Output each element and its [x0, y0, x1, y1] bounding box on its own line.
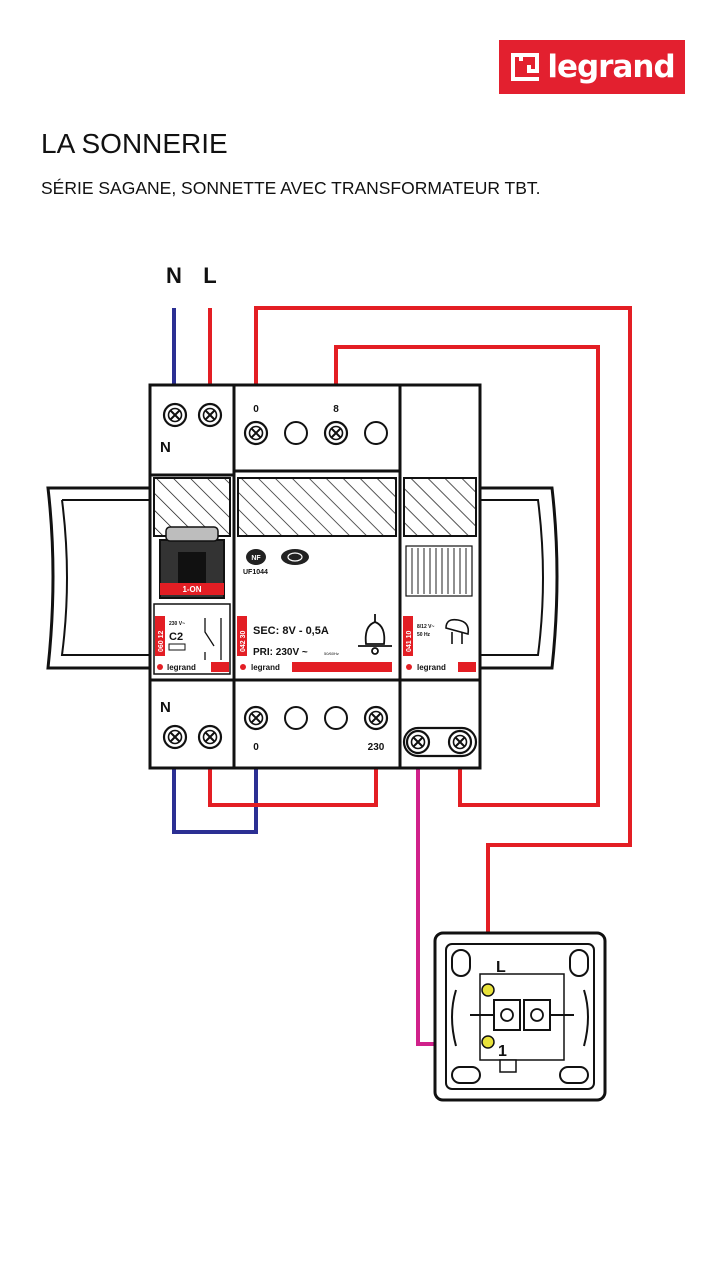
neutral-supply-label: N: [166, 263, 182, 288]
breaker-bottom-n-label: N: [160, 699, 171, 716]
transformer-pri: PRI: 230V ~: [253, 647, 308, 658]
transformer: 0 8 NF UF1044 042 30 SEC: 8V - 0,5A PRI:…: [237, 404, 392, 753]
pushbutton-l-label: L: [496, 959, 506, 976]
bell-module: 041 10 8/12 V~ 50 Hz legrand: [402, 545, 478, 758]
transformer-bottom-terminal-230: 230: [368, 742, 385, 753]
transformer-brand: legrand: [251, 663, 280, 672]
page-title: LA SONNERIE: [41, 128, 228, 159]
legrand-mark-icon: [511, 53, 540, 81]
page-subtitle: SÉRIE SAGANE, SONNETTE AVEC TRANSFORMATE…: [41, 178, 541, 198]
bell-symbol-icon: [358, 614, 392, 655]
double-insulation-icon: [281, 549, 309, 565]
breaker-brand: legrand: [167, 663, 196, 672]
pushbutton-terminal-l: [481, 983, 495, 997]
transformer-std: UF1044: [243, 569, 268, 576]
breaker-type: C2: [169, 631, 183, 643]
breaker-symbol-icon: [204, 618, 222, 660]
doorbell-pushbutton: L 1: [433, 931, 607, 1102]
bell-module-ref: 041 10: [406, 630, 413, 652]
buzzer-symbol-icon: [445, 618, 470, 644]
bell-module-rating: 8/12 V~: [417, 624, 434, 630]
legrand-wordmark: legrand: [547, 49, 675, 85]
transformer-bottom-terminal-0: 0: [253, 742, 259, 753]
breaker-bottom-screw-n: [162, 724, 188, 750]
bell-module-freq: 50 Hz: [417, 632, 431, 638]
neutral-wires: [172, 308, 258, 834]
breaker-switch-label: 1-ON: [182, 585, 201, 594]
breaker-ref: 060 12: [158, 630, 165, 652]
pushbutton-1-label: 1: [498, 1043, 507, 1060]
transformer-top-terminal-8: 8: [333, 404, 339, 415]
live-wires: [208, 306, 632, 990]
breaker-bottom-screw-l: [197, 724, 223, 750]
transformer-sec: SEC: 8V - 0,5A: [253, 625, 329, 637]
breaker-rating: 230 V~: [169, 621, 185, 627]
transformer-top-terminal-0: 0: [253, 404, 259, 415]
transformer-ref: 042 30: [240, 630, 247, 652]
circuit-breaker: N 1-ON 060 12 230 V~ C2 legrand N: [153, 402, 231, 750]
live-supply-label: L: [203, 263, 216, 288]
transformer-cert: NF: [251, 555, 261, 562]
legrand-logo: legrand: [499, 40, 685, 94]
bell-module-grille: [405, 545, 473, 597]
breaker-top-screw-n: [162, 402, 188, 428]
breaker-top-n-label: N: [160, 439, 171, 456]
nf-badge-icon: [246, 549, 266, 565]
pushbutton-terminal-1: [481, 1035, 495, 1049]
bell-module-brand: legrand: [417, 663, 446, 672]
breaker-top-screw-l: [197, 402, 223, 428]
din-rail: [46, 486, 559, 670]
transformer-freq: 50/60Hz: [324, 651, 339, 656]
